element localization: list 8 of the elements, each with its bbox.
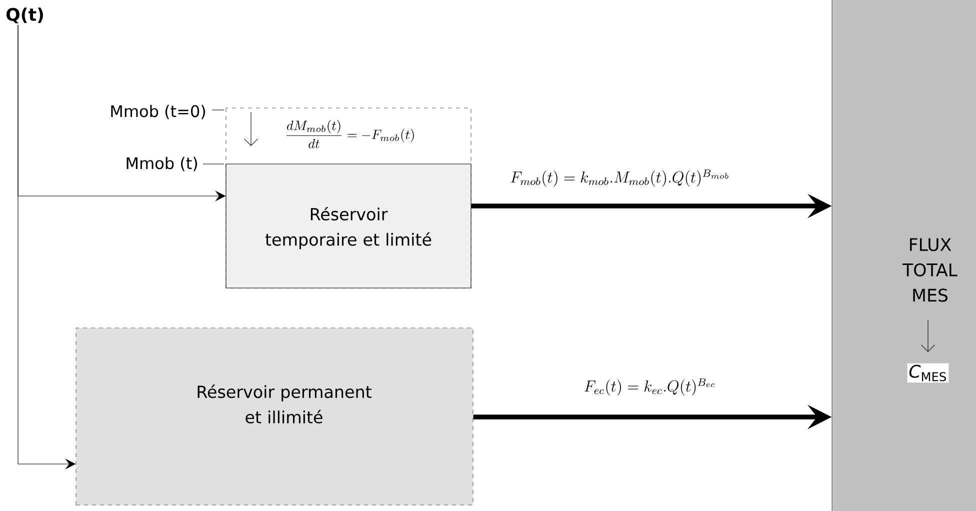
level-label: Mmob (t) — [126, 156, 198, 172]
level-label: Mmob (t=0) — [111, 104, 206, 120]
reservoir-box: Réservoir temporaire et limité — [226, 164, 472, 288]
input-label: Q(t) — [6, 8, 43, 24]
edge-label: $F_{ec}(t) = k_{ec} . Q(t)^{B_{ec}}$ — [582, 377, 718, 397]
flux-box: FLUX TOTAL MES C$_{MES}$ — [832, 0, 976, 511]
reservoir-box: Réservoir permanent et illimité — [76, 328, 474, 506]
edge-label: $F_{mob}(t) = k_{mob} . M_{mob}(t) . Q(t)^{B_{mob}}$ — [508, 168, 732, 188]
